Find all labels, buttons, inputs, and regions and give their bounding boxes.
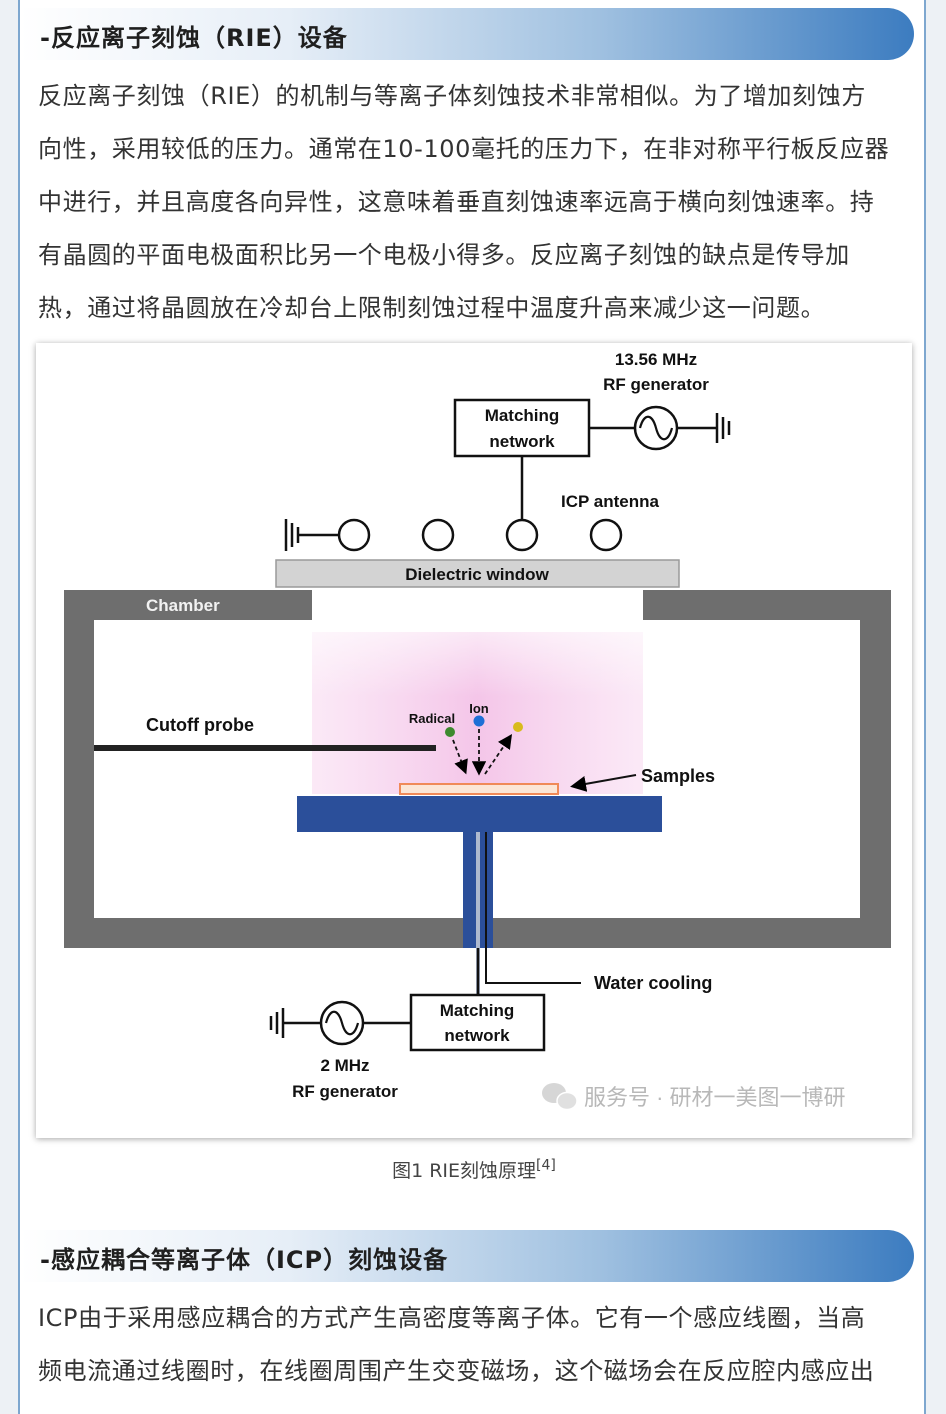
matching-network-top-box	[453, 398, 591, 458]
wechat-icon	[542, 1083, 578, 1111]
rf-bottom-frequency: 2 MHz	[320, 1056, 369, 1075]
rf-top-label: RF generator	[603, 375, 709, 394]
rf-top-frequency: 13.56 MHz	[615, 350, 697, 369]
rie-paragraph: 反应离子刻蚀（RIE）的机制与等离子体刻蚀技术非常相似。为了增加刻蚀方 向性，采…	[38, 70, 914, 335]
paragraph-line: ICP由于采用感应耦合的方式产生高密度等离子体。它有一个感应线圈，当高	[38, 1304, 866, 1332]
rf-bottom-label: RF generator	[292, 1082, 398, 1101]
caption-reference: [4]	[536, 1157, 556, 1174]
antenna-coil	[589, 518, 623, 552]
paragraph-line: 热，通过将晶圆放在冷却台上限制刻蚀过程中温度升高来减少这一问题。	[38, 294, 826, 322]
samples-arrow	[570, 774, 637, 792]
paragraph-line: 有晶圆的平面电极面积比另一个电极小得多。反应离子刻蚀的缺点是传导加	[38, 241, 850, 269]
matching-top-line1: Matching	[485, 406, 560, 425]
figure-caption: 图1 RIE刻蚀原理[4]	[20, 1156, 928, 1183]
antenna-coil	[505, 518, 539, 552]
ac-source-top-icon	[633, 405, 679, 451]
matching-network-bottom-box	[409, 993, 546, 1052]
icp-antenna-label: ICP antenna	[561, 492, 659, 511]
ground-antenna-icon	[284, 519, 300, 551]
matching-bottom-line1: Matching	[440, 1001, 515, 1020]
section-title: -反应离子刻蚀（RIE）设备	[40, 24, 348, 52]
radical-label: Radical	[409, 711, 455, 726]
ground-top-right-icon	[715, 413, 731, 443]
dielectric-window-label: Dielectric window	[405, 565, 549, 584]
matching-top-line2: network	[489, 432, 555, 451]
watermark-text: 服务号 · 研材一美图一博研	[584, 1085, 846, 1110]
paragraph-line: 反应离子刻蚀（RIE）的机制与等离子体刻蚀技术非常相似。为了增加刻蚀方	[38, 82, 866, 110]
paragraph-line: 频电流通过线圈时，在线圈周围产生交变磁场，这个磁场会在反应腔内感应出	[38, 1357, 875, 1385]
cutoff-probe-label: Cutoff probe	[146, 715, 254, 735]
section-title: -感应耦合等离子体（ICP）刻蚀设备	[40, 1246, 449, 1274]
matching-bottom-line2: network	[444, 1026, 510, 1045]
section-header-icp: -感应耦合等离子体（ICP）刻蚀设备	[20, 1230, 914, 1282]
sample-wafer	[399, 783, 559, 795]
water-cooling-line	[485, 832, 581, 984]
reflected-arrow	[484, 734, 513, 775]
rie-diagram: 13.56 MHz RF generator Matching network …	[64, 350, 891, 1111]
section-header-rie: -反应离子刻蚀（RIE）设备	[20, 8, 914, 60]
paragraph-line: 中进行，并且高度各向异性，这意味着垂直刻蚀速率远高于横向刻蚀速率。持	[38, 188, 875, 216]
radical-particle	[445, 727, 455, 737]
ion-particle	[473, 715, 485, 727]
cutoff-probe	[94, 745, 436, 751]
radical-arrow	[452, 739, 468, 775]
paragraph-line: 向性，采用较低的压力。通常在10-100毫托的压力下，在非对称平行板反应器	[38, 135, 890, 163]
bottom-electrode	[297, 796, 662, 832]
article-page: -反应离子刻蚀（RIE）设备 反应离子刻蚀（RIE）的机制与等离子体刻蚀技术非常…	[18, 0, 926, 1414]
antenna-coil	[337, 518, 371, 552]
ac-source-bottom-icon	[319, 1000, 365, 1046]
samples-label: Samples	[641, 766, 715, 786]
reflected-particle	[513, 722, 523, 732]
ground-bottom-left-icon	[269, 1008, 285, 1038]
caption-text: 图1 RIE刻蚀原理	[392, 1160, 537, 1182]
icp-paragraph: ICP由于采用感应耦合的方式产生高密度等离子体。它有一个感应线圈，当高 频电流通…	[38, 1292, 914, 1398]
dielectric-window	[275, 559, 680, 588]
antenna-coil	[421, 518, 455, 552]
rie-diagram-figure: 13.56 MHz RF generator Matching network …	[36, 343, 912, 1138]
water-cooling-label: Water cooling	[594, 973, 712, 993]
chamber-label: Chamber	[146, 596, 220, 615]
ion-label: Ion	[469, 701, 489, 716]
